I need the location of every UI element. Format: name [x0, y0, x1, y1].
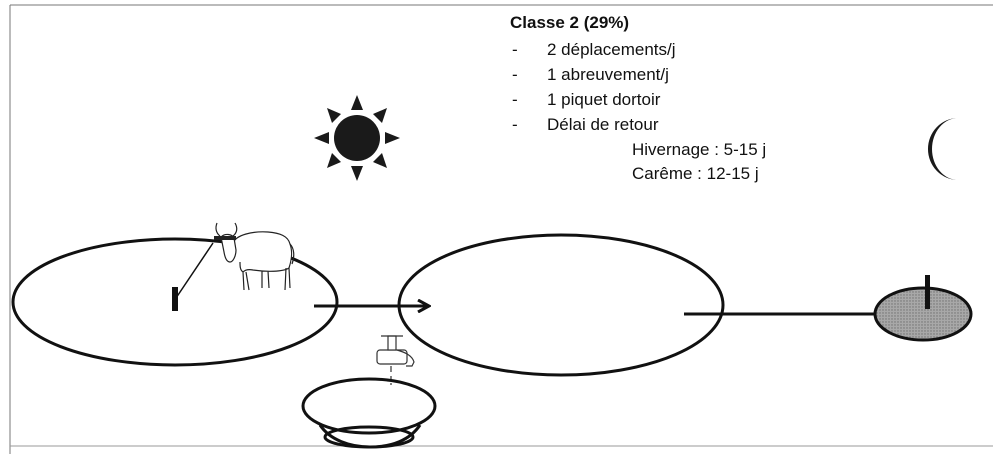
legend-subitem-1: Hivernage : 5-15 j	[632, 140, 767, 159]
legend-item-2: 1 abreuvement/j	[547, 65, 669, 84]
legend-bullet-3: -	[512, 90, 518, 109]
faucet-icon	[376, 335, 415, 385]
legend-item-4: Délai de retour	[547, 115, 659, 134]
pasture-ellipse-2	[397, 233, 725, 377]
moon-icon	[927, 118, 958, 181]
tether-rope	[175, 242, 214, 299]
legend-subitem-2: Carême : 12-15 j	[632, 164, 759, 183]
picket-icon	[172, 287, 178, 311]
cow-icon	[214, 222, 295, 291]
pasture-ellipse-1	[11, 237, 339, 367]
legend-bullet-1: -	[512, 40, 518, 59]
legend-item-1: 2 déplacements/j	[547, 40, 676, 59]
legend-title: Classe 2 (29%)	[510, 13, 630, 32]
night-picket-icon	[925, 275, 930, 309]
basin-icon	[301, 377, 437, 449]
sun-icon	[314, 95, 400, 181]
night-enclosure-ellipse	[873, 286, 973, 342]
legend-item-3: 1 piquet dortoir	[547, 90, 661, 109]
legend-bullet-4: -	[512, 115, 518, 134]
legend-bullet-2: -	[512, 65, 518, 84]
